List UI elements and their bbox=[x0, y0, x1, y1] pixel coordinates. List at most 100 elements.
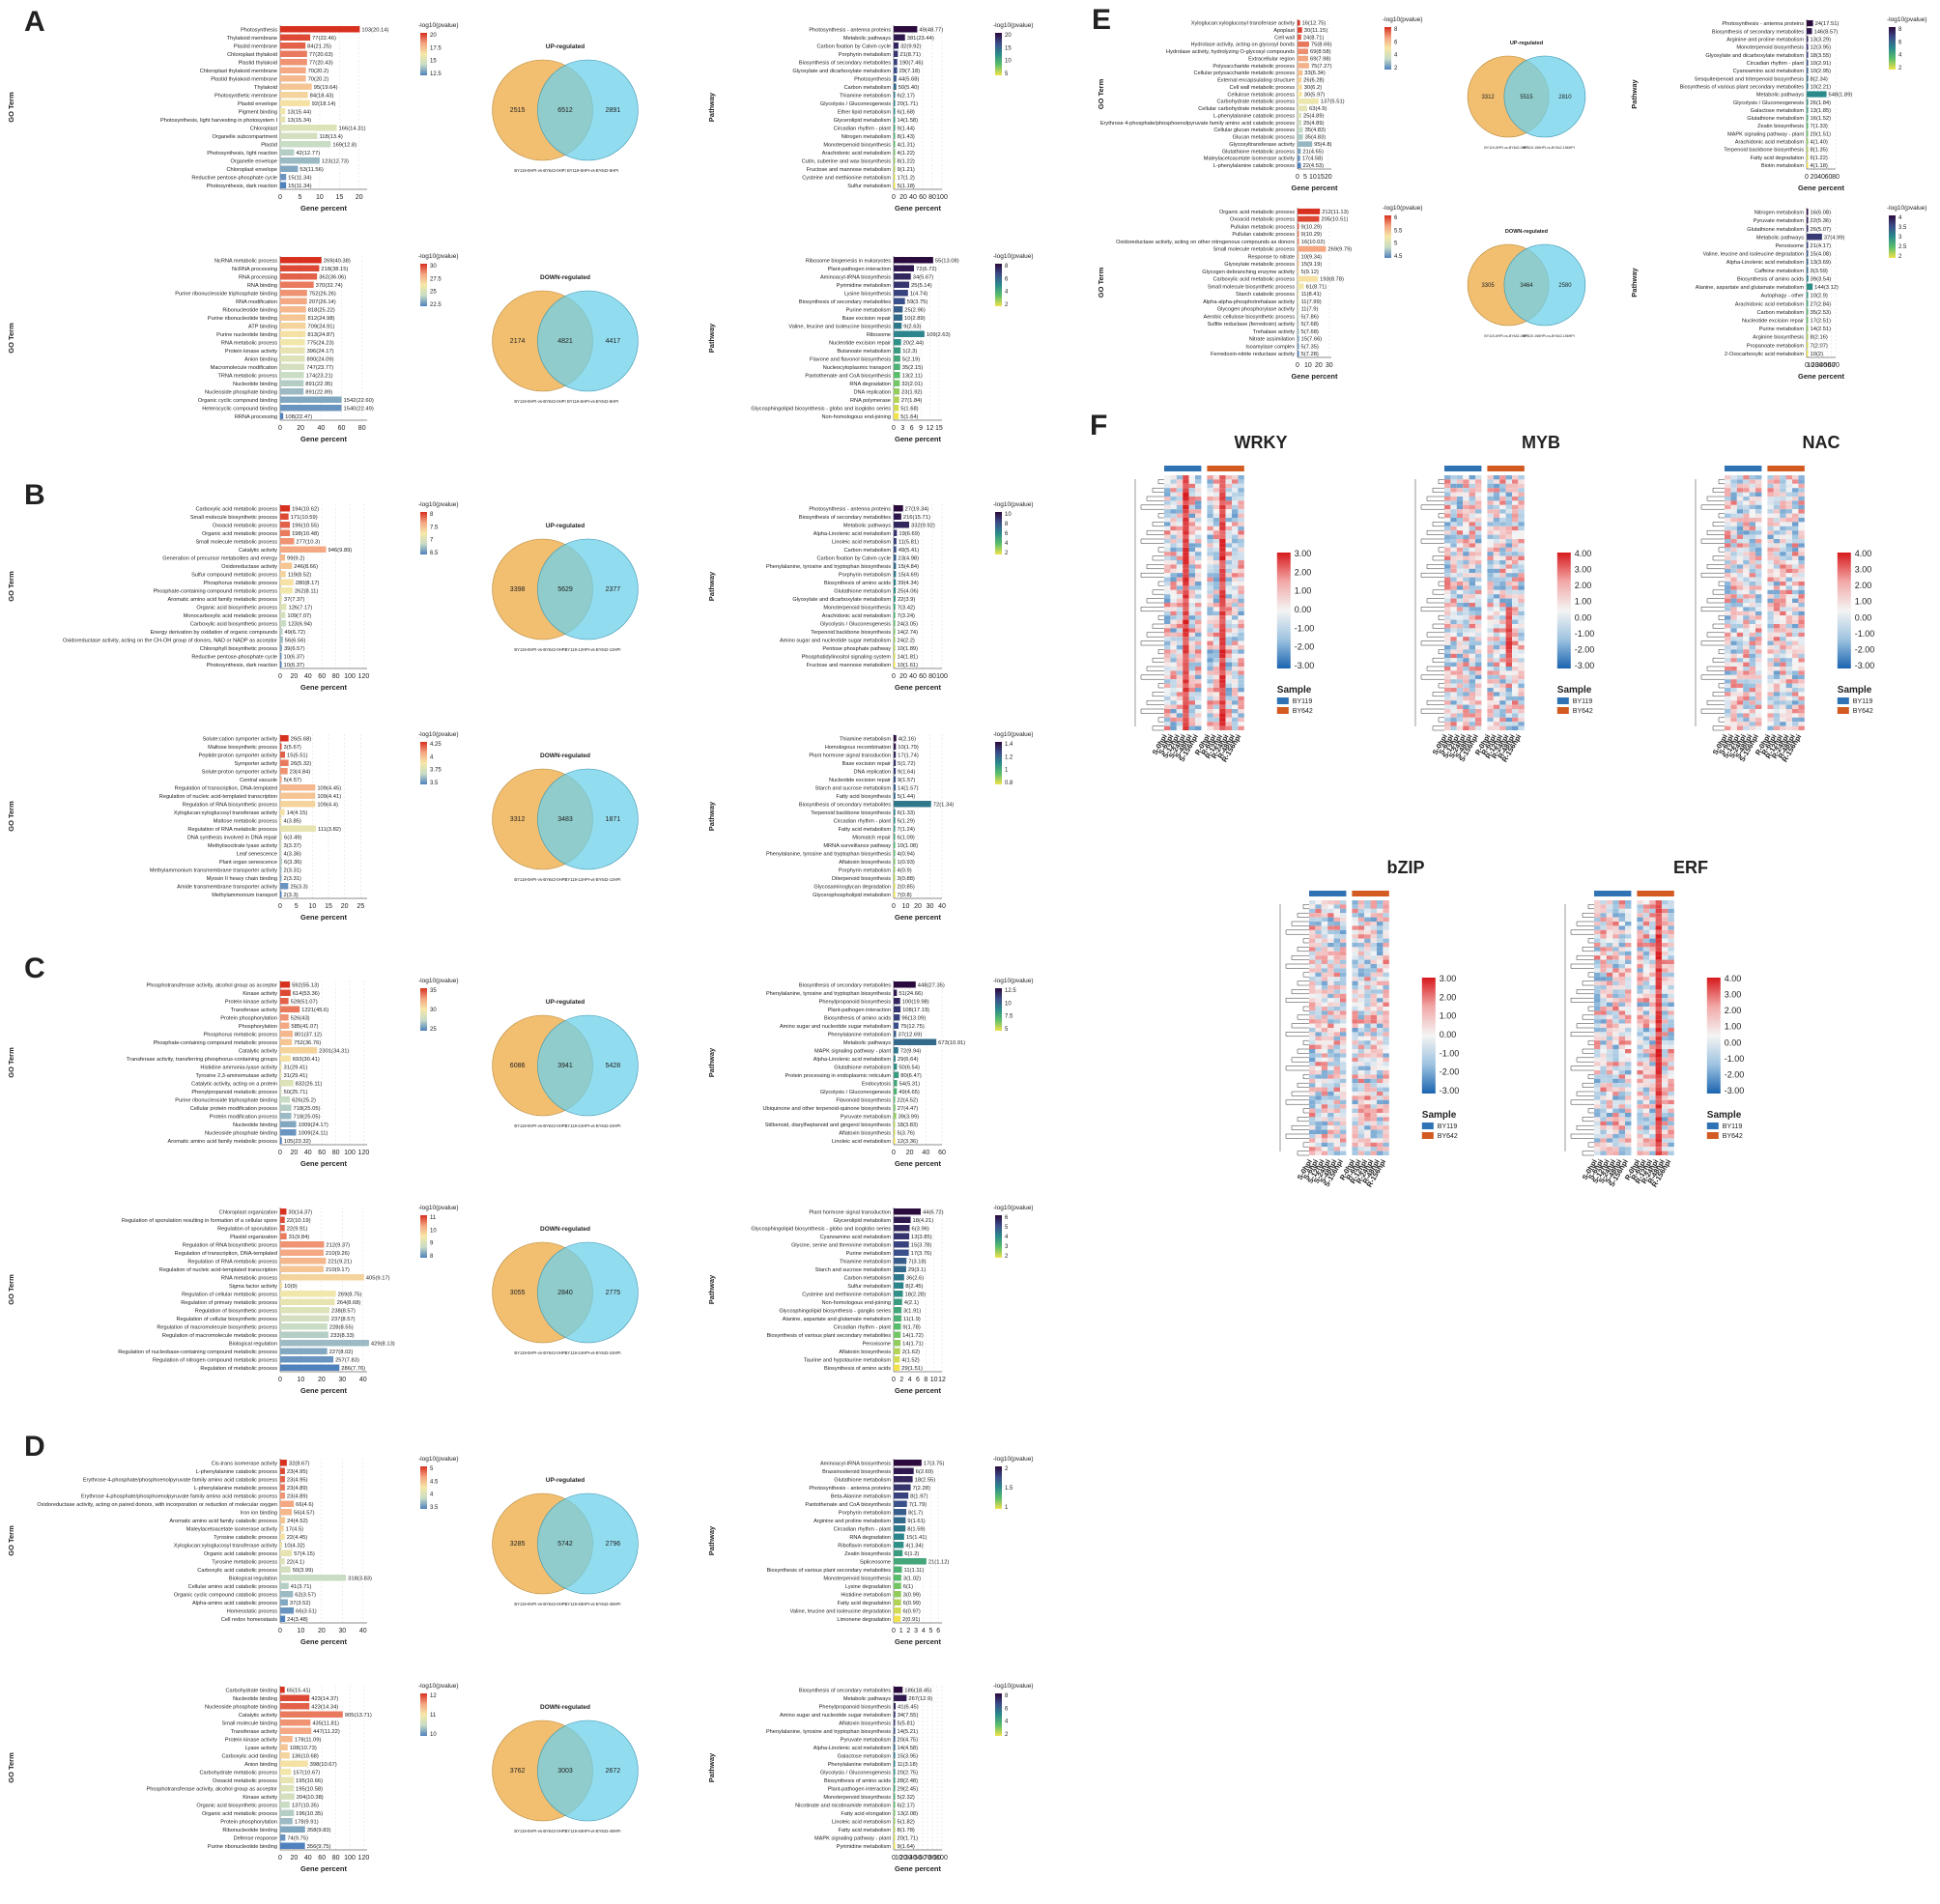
heatmap-cell bbox=[1749, 607, 1755, 611]
heatmap-cell bbox=[1327, 1099, 1334, 1105]
heatmap-cell bbox=[1792, 598, 1799, 603]
bar bbox=[280, 735, 289, 742]
bar bbox=[280, 363, 305, 370]
bar bbox=[894, 1694, 907, 1701]
bar-value-label: 4(1.52) bbox=[901, 1357, 919, 1363]
heatmap-cell bbox=[1444, 564, 1451, 569]
heatmap-cell bbox=[1512, 670, 1519, 675]
heatmap-cell bbox=[1327, 1117, 1334, 1122]
bar bbox=[1807, 308, 1809, 315]
bar-value-label: 17(4.5) bbox=[286, 1526, 303, 1532]
heatmap-cell bbox=[1219, 603, 1226, 608]
heatmap-cell bbox=[1512, 603, 1519, 608]
heatmap-cell bbox=[1493, 722, 1500, 726]
bar-category-label: Cellular protein modification process bbox=[190, 1106, 277, 1112]
bar-category-label: Plastid envelope bbox=[238, 101, 277, 107]
x-tick-label: 0 bbox=[892, 1628, 896, 1634]
heatmap-cell bbox=[1232, 700, 1239, 705]
heatmap-cell bbox=[1469, 573, 1475, 578]
bar bbox=[894, 1752, 896, 1759]
heatmap-cell bbox=[1780, 670, 1786, 675]
heatmap-cell bbox=[1767, 573, 1774, 578]
bar bbox=[280, 579, 294, 585]
bar-category-label: Photosynthesis - antenna proteins bbox=[1722, 21, 1804, 27]
bar-category-label: Apoplast bbox=[1273, 28, 1295, 34]
bar-category-label: Glycosphingolipid biosynthesis - ganglio… bbox=[779, 1308, 891, 1314]
heatmap-cell bbox=[1798, 674, 1805, 680]
bar-value-label: 157(10.67) bbox=[293, 1770, 320, 1776]
heatmap-cell bbox=[1463, 500, 1469, 505]
heatmap-cell bbox=[1225, 509, 1232, 514]
heatmap-cell bbox=[1749, 645, 1755, 650]
heatmap-cell bbox=[1749, 539, 1755, 544]
heatmap-cell bbox=[1207, 640, 1213, 645]
heatmap-cell bbox=[1785, 653, 1792, 659]
heatmap-cell bbox=[1315, 1078, 1322, 1084]
heatmap-cell bbox=[1493, 725, 1500, 730]
heatmap-cell bbox=[1736, 704, 1744, 709]
heatmap-cell bbox=[1475, 483, 1482, 489]
bar bbox=[894, 867, 896, 873]
heatmap-cell bbox=[1188, 530, 1195, 535]
heatmap-cell bbox=[1493, 500, 1500, 505]
heatmap-cell bbox=[1232, 628, 1239, 633]
heatmap-cell bbox=[1493, 632, 1500, 638]
heatmap-cell bbox=[1352, 1062, 1358, 1066]
heatmap-cell bbox=[1493, 637, 1500, 641]
bar-value-label: 21(4.17) bbox=[1811, 243, 1832, 249]
heatmap-cell bbox=[1730, 607, 1737, 611]
heatmap-cell bbox=[1469, 492, 1475, 497]
heatmap-cell bbox=[1749, 640, 1755, 645]
heatmap-cell bbox=[1743, 585, 1750, 590]
heatmap-cell bbox=[1780, 526, 1786, 531]
heatmap-cell bbox=[1755, 585, 1762, 590]
heatmap-cell bbox=[1505, 568, 1512, 574]
heatmap-cell bbox=[1749, 713, 1755, 718]
heatmap-cell bbox=[1444, 704, 1451, 709]
bar-category-label: Fatty acid biosynthesis bbox=[836, 794, 891, 800]
bar-category-label: Chloroplast envelope bbox=[226, 167, 277, 173]
heatmap-cell bbox=[1333, 1108, 1340, 1113]
heatmap-cell bbox=[1785, 526, 1792, 531]
heatmap-cell bbox=[1333, 1113, 1340, 1118]
heatmap-cell bbox=[1518, 700, 1525, 705]
bar-value-label: 3(0.99) bbox=[903, 1592, 921, 1598]
heatmap-cell bbox=[1463, 497, 1469, 501]
heatmap-cell bbox=[1785, 628, 1792, 633]
heatmap-cell bbox=[1780, 667, 1786, 671]
heatmap-cell bbox=[1207, 632, 1213, 638]
venn-title: DOWN-regulated bbox=[540, 1704, 590, 1711]
heatmap-cell bbox=[1207, 637, 1213, 641]
heatmap-cell bbox=[1450, 530, 1457, 535]
heatmap-cell bbox=[1370, 904, 1377, 909]
bar-value-label: 24(2.2) bbox=[898, 638, 915, 643]
heatmap-cell bbox=[1512, 564, 1519, 569]
heatmap-cell bbox=[1357, 1044, 1365, 1049]
heatmap-cell bbox=[1212, 709, 1220, 714]
dendrogram-branch bbox=[1587, 1039, 1594, 1045]
bar-value-label: 108(10.73) bbox=[290, 1746, 317, 1751]
heatmap-cell bbox=[1170, 488, 1177, 493]
heatmap-cell bbox=[1188, 649, 1195, 654]
heatmap-cell bbox=[1475, 611, 1482, 616]
heatmap-cell bbox=[1170, 585, 1177, 590]
bar-category-label: Homeostatic process bbox=[227, 1608, 277, 1614]
bar-category-label: Small molecule binding bbox=[221, 1720, 277, 1726]
heatmap-cell bbox=[1450, 700, 1457, 705]
bar bbox=[280, 1467, 285, 1474]
heatmap-cell bbox=[1792, 713, 1799, 718]
heatmap-cell bbox=[1183, 696, 1189, 701]
heatmap-cell bbox=[1207, 607, 1213, 611]
bar-value-label: 193(8.78) bbox=[1320, 277, 1344, 283]
heatmap-cell bbox=[1463, 598, 1469, 603]
heatmap-cell bbox=[1340, 968, 1347, 973]
bar-value-label: 13(2.08) bbox=[898, 1811, 919, 1817]
heatmap-cell bbox=[1333, 1121, 1340, 1126]
bar-value-label: 5(7.35) bbox=[1301, 344, 1319, 350]
bar bbox=[1807, 333, 1809, 340]
dendrogram-branch bbox=[1140, 708, 1164, 714]
bar bbox=[280, 83, 312, 90]
heatmap-cell bbox=[1207, 645, 1213, 650]
venn-title: DOWN-regulated bbox=[540, 1226, 590, 1233]
